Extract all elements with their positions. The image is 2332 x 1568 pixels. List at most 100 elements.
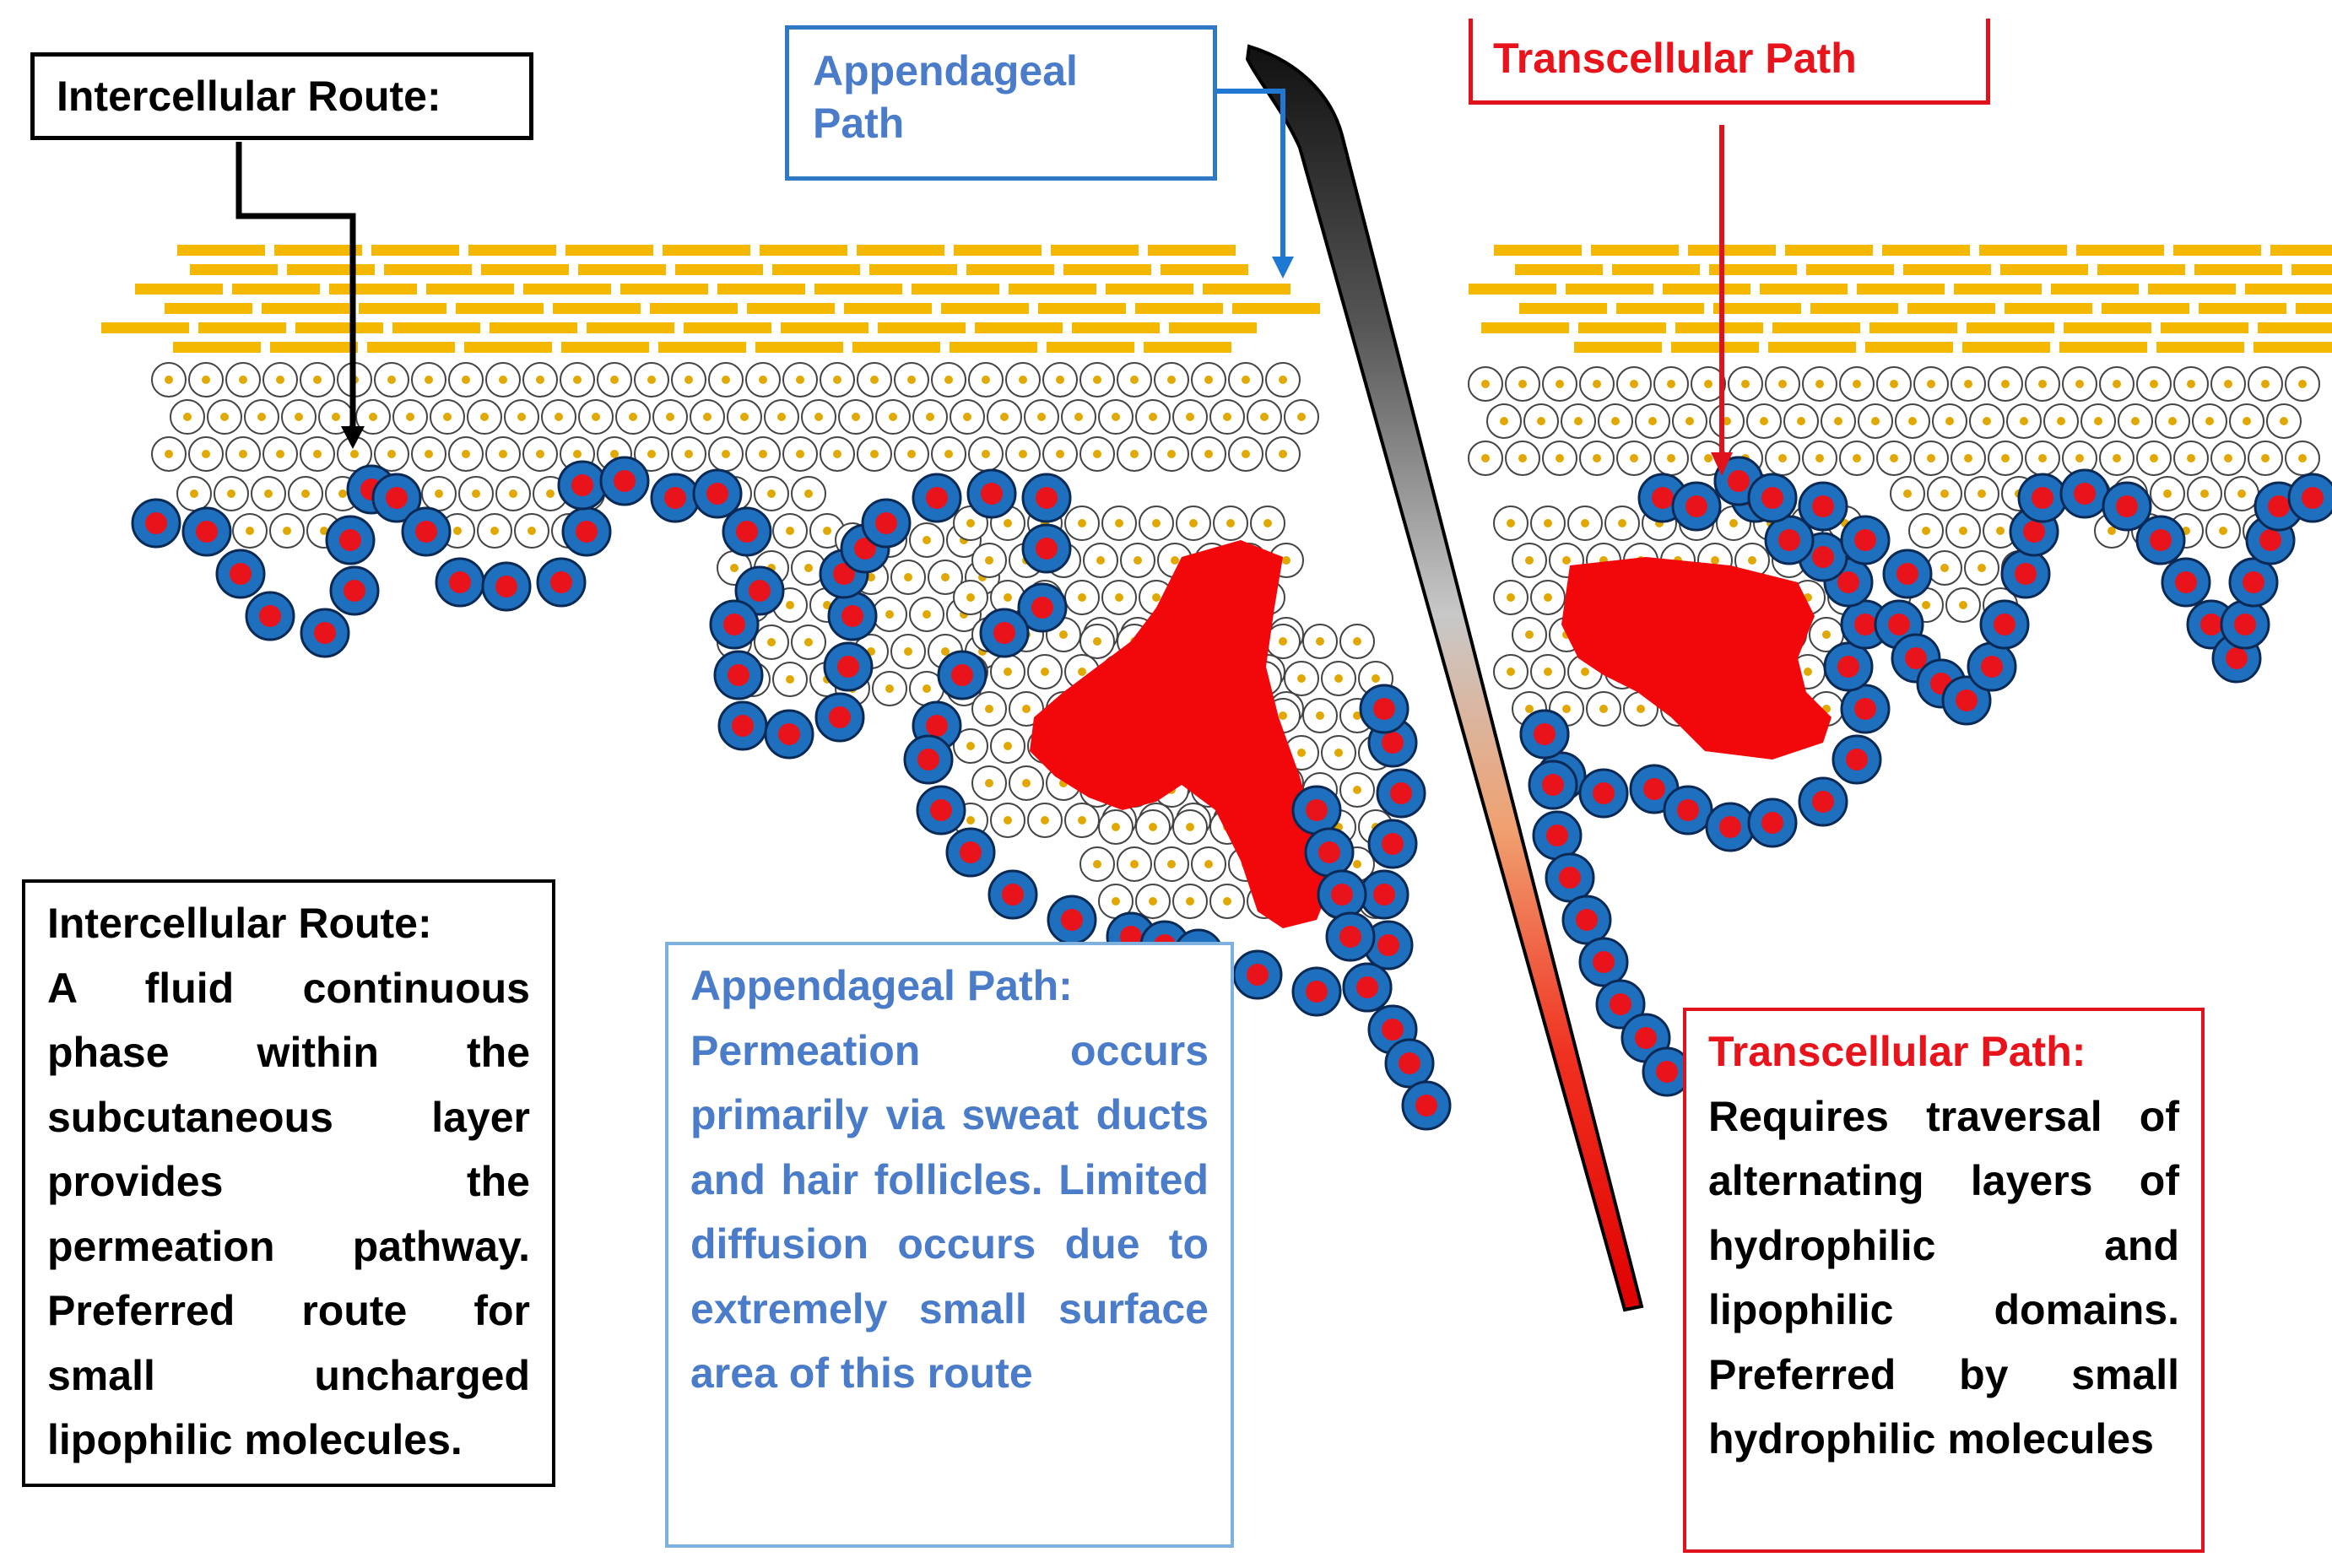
keratin-brick [2194, 264, 2282, 275]
epidermal-cell [2043, 403, 2079, 439]
basal-cell [1342, 962, 1393, 1013]
basal-cell [2017, 473, 2068, 523]
epidermal-cell [1191, 846, 1226, 882]
keratin-brick [1979, 245, 2067, 256]
keratin-brick [950, 342, 1037, 353]
basal-cell [131, 498, 181, 549]
epidermal-cell [953, 728, 988, 764]
epidermal-cell [300, 362, 335, 397]
basal-cell [2000, 549, 2051, 599]
keratin-brick [1566, 284, 1653, 295]
epidermal-cell [1009, 765, 1044, 801]
epidermal-cell [225, 436, 261, 472]
epidermal-cell [1895, 403, 1930, 439]
keratin-brick [2296, 303, 2332, 314]
epidermal-cell [1672, 403, 1707, 439]
epidermal-cell [151, 436, 187, 472]
basal-cell [2228, 557, 2279, 608]
keratin-brick [1047, 342, 1134, 353]
epidermal-cell [634, 436, 669, 472]
keratin-brick [781, 322, 868, 333]
keratin-brick [1169, 322, 1257, 333]
epidermal-cell [1154, 362, 1189, 397]
epidermal-cell [1598, 403, 1633, 439]
basal-cell [1967, 641, 2017, 692]
epidermal-cell [477, 513, 512, 549]
keratin-brick [1515, 264, 1603, 275]
epidermal-cell [782, 362, 818, 397]
epidermal-cell [1951, 366, 1986, 402]
epidermal-cell [1061, 399, 1096, 435]
epidermal-cell [1604, 506, 1640, 541]
epidermal-cell [2285, 441, 2320, 476]
appendageal-path-description: Appendageal Path: Permeation occurs prim… [665, 942, 1234, 1548]
basal-cell [945, 827, 996, 878]
epidermal-cell [1964, 476, 1999, 511]
epidermal-cell [495, 476, 531, 511]
epidermal-cell [764, 399, 799, 435]
epidermal-cell [1005, 362, 1041, 397]
keratin-brick [1494, 245, 1582, 256]
keratin-brick [814, 284, 902, 295]
keratin-brick [1038, 303, 1126, 314]
basal-cell [1291, 966, 1342, 1017]
keratin-brick [2254, 342, 2332, 353]
keratin-brick [1810, 303, 1898, 314]
epidermal-cell [1117, 846, 1152, 882]
keratin-brick [490, 322, 577, 333]
epidermal-cell [782, 436, 818, 472]
epidermal-cell [754, 624, 789, 660]
basal-cell [2220, 599, 2270, 650]
keratin-brick [553, 303, 641, 314]
basal-cell [181, 506, 232, 557]
keratin-brick [2000, 264, 2088, 275]
keratin-brick [1519, 303, 1607, 314]
keratin-brick [1072, 322, 1160, 333]
epidermal-cell [1302, 624, 1338, 659]
epidermal-cell [1265, 362, 1301, 397]
basal-cell [1798, 481, 1848, 532]
keratin-brick [177, 245, 265, 256]
basal-cell [734, 565, 785, 616]
basal-cell [1519, 709, 1570, 760]
epidermal-cell [2248, 366, 2283, 402]
keratin-brick [2076, 245, 2164, 256]
keratin-brick [1063, 264, 1151, 275]
epidermal-cell [1247, 399, 1282, 435]
keratin-brick [173, 342, 261, 353]
epidermal-cell [541, 399, 576, 435]
epidermal-cell [2099, 441, 2135, 476]
epidermal-cell [1969, 403, 2005, 439]
epidermal-cell [251, 476, 286, 511]
keratin-brick [2102, 303, 2189, 314]
epidermal-cell [2136, 366, 2172, 402]
keratin-brick [481, 264, 569, 275]
keratin-brick [2258, 322, 2332, 333]
keratin-brick [1806, 264, 1894, 275]
epidermal-cell [928, 560, 963, 595]
epidermal-cell [708, 436, 744, 472]
basal-cell [557, 460, 608, 511]
epidermal-cell [1802, 366, 1837, 402]
epidermal-cell [1139, 506, 1174, 541]
epidermal-cell [188, 436, 224, 472]
epidermal-cell [458, 476, 494, 511]
epidermal-cell [262, 362, 298, 397]
basal-cell [1663, 785, 1713, 835]
epidermal-cell [1505, 366, 1540, 402]
epidermal-cell [244, 399, 279, 435]
intercellular-route-heading: Intercellular Route: [47, 900, 432, 947]
epidermal-cell [1765, 366, 1800, 402]
epidermal-cell [1083, 543, 1118, 578]
epidermal-cell [411, 436, 446, 472]
basal-cell [1747, 798, 1798, 848]
keratin-brick [1869, 322, 1957, 333]
epidermal-cell [872, 671, 907, 706]
epidermal-cell [188, 362, 224, 397]
epidermal-cell [890, 634, 926, 669]
epidermal-cell [1209, 399, 1245, 435]
keratin-brick [869, 264, 957, 275]
keratin-brick [852, 342, 940, 353]
epidermal-cell [232, 513, 268, 549]
